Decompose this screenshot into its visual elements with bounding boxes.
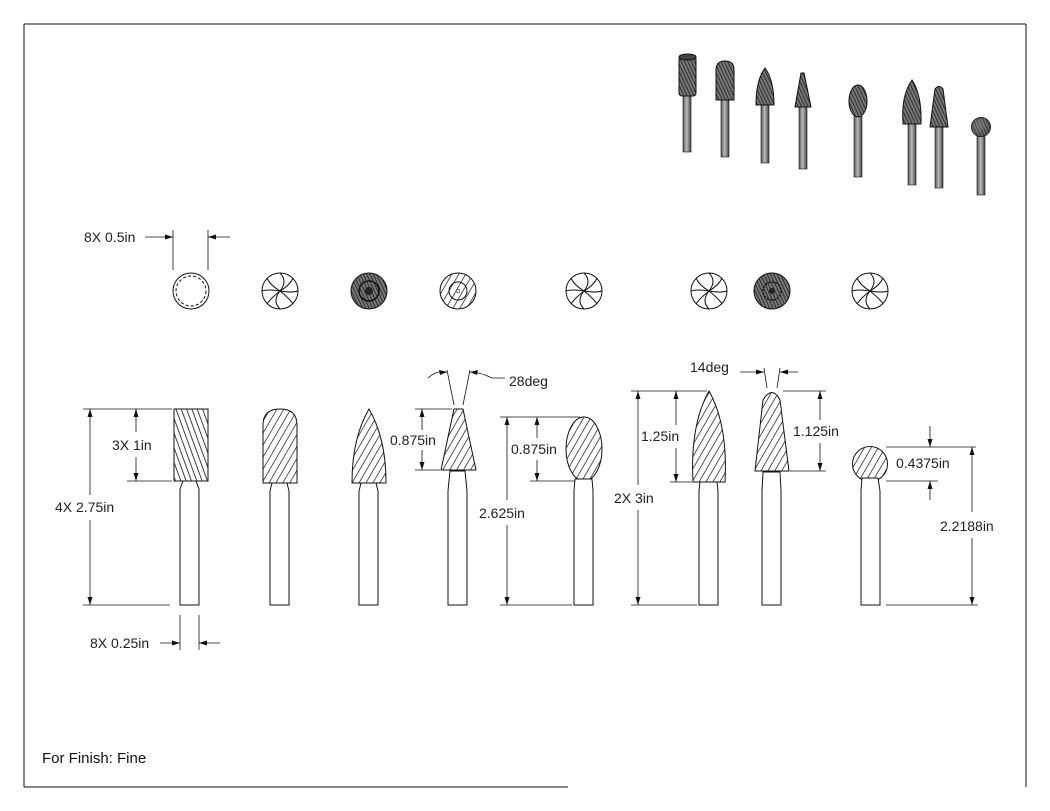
dim-flame-head-length: 1.25in — [641, 428, 679, 444]
iso-cylinder-burr — [678, 53, 697, 153]
finish-note: For Finish: Fine — [42, 750, 147, 767]
side-view-taper — [754, 392, 790, 606]
dimension-lines — [83, 230, 978, 650]
dim-ball-diameter: 0.4375in — [896, 455, 950, 471]
end-view-ball — [851, 272, 889, 310]
dim-oval-overall: 2.625in — [479, 505, 525, 521]
dim-taper-angle: 14deg — [690, 359, 729, 375]
side-view-ball — [852, 446, 888, 606]
side-view-flame — [692, 389, 726, 606]
side-view-ball-nose — [262, 408, 298, 606]
end-view-taper — [753, 272, 791, 310]
side-view-cylinder — [173, 408, 209, 606]
dim-taper-head-length: 1.125in — [793, 423, 839, 439]
end-view-oval — [565, 272, 603, 310]
iso-cone-burr — [794, 72, 812, 170]
drawing-border — [23, 23, 1027, 788]
dim-flute-length: 3X 1in — [112, 437, 152, 453]
dim-flute-diameter: 8X 0.5in — [84, 229, 135, 245]
dimension-labels: 8X 0.5in 3X 1in 4X 2.75in 8X 0.25in 28de… — [55, 229, 994, 651]
end-view-cylinder — [172, 272, 210, 310]
dim-oval-head-length: 0.875in — [511, 441, 557, 457]
end-view-flame — [690, 272, 728, 310]
iso-ball-burr — [971, 117, 991, 196]
dim-cone-angle: 28deg — [509, 373, 548, 389]
iso-oval-burr — [848, 84, 868, 178]
dim-flame-overall: 2X 3in — [614, 490, 654, 506]
iso-flame-burr — [902, 79, 922, 186]
end-view-ball-nose — [261, 272, 299, 310]
dim-cone-head-length: 0.875in — [390, 432, 436, 448]
end-view-tree — [350, 272, 388, 310]
side-view-cone — [440, 408, 477, 606]
dim-shank-diameter: 8X 0.25in — [90, 635, 149, 651]
end-views — [172, 272, 889, 310]
side-view-tree — [351, 408, 387, 606]
iso-tree-burr — [755, 67, 775, 164]
dim-ball-overall: 2.2188in — [940, 518, 994, 534]
side-view-oval — [565, 416, 603, 606]
iso-ball-nose-burr — [715, 60, 735, 158]
iso-taper-burr — [929, 86, 949, 189]
end-view-cone — [439, 272, 477, 310]
isometric-views — [678, 53, 991, 196]
dim-overall-length: 4X 2.75in — [55, 499, 114, 515]
side-views — [173, 389, 888, 606]
